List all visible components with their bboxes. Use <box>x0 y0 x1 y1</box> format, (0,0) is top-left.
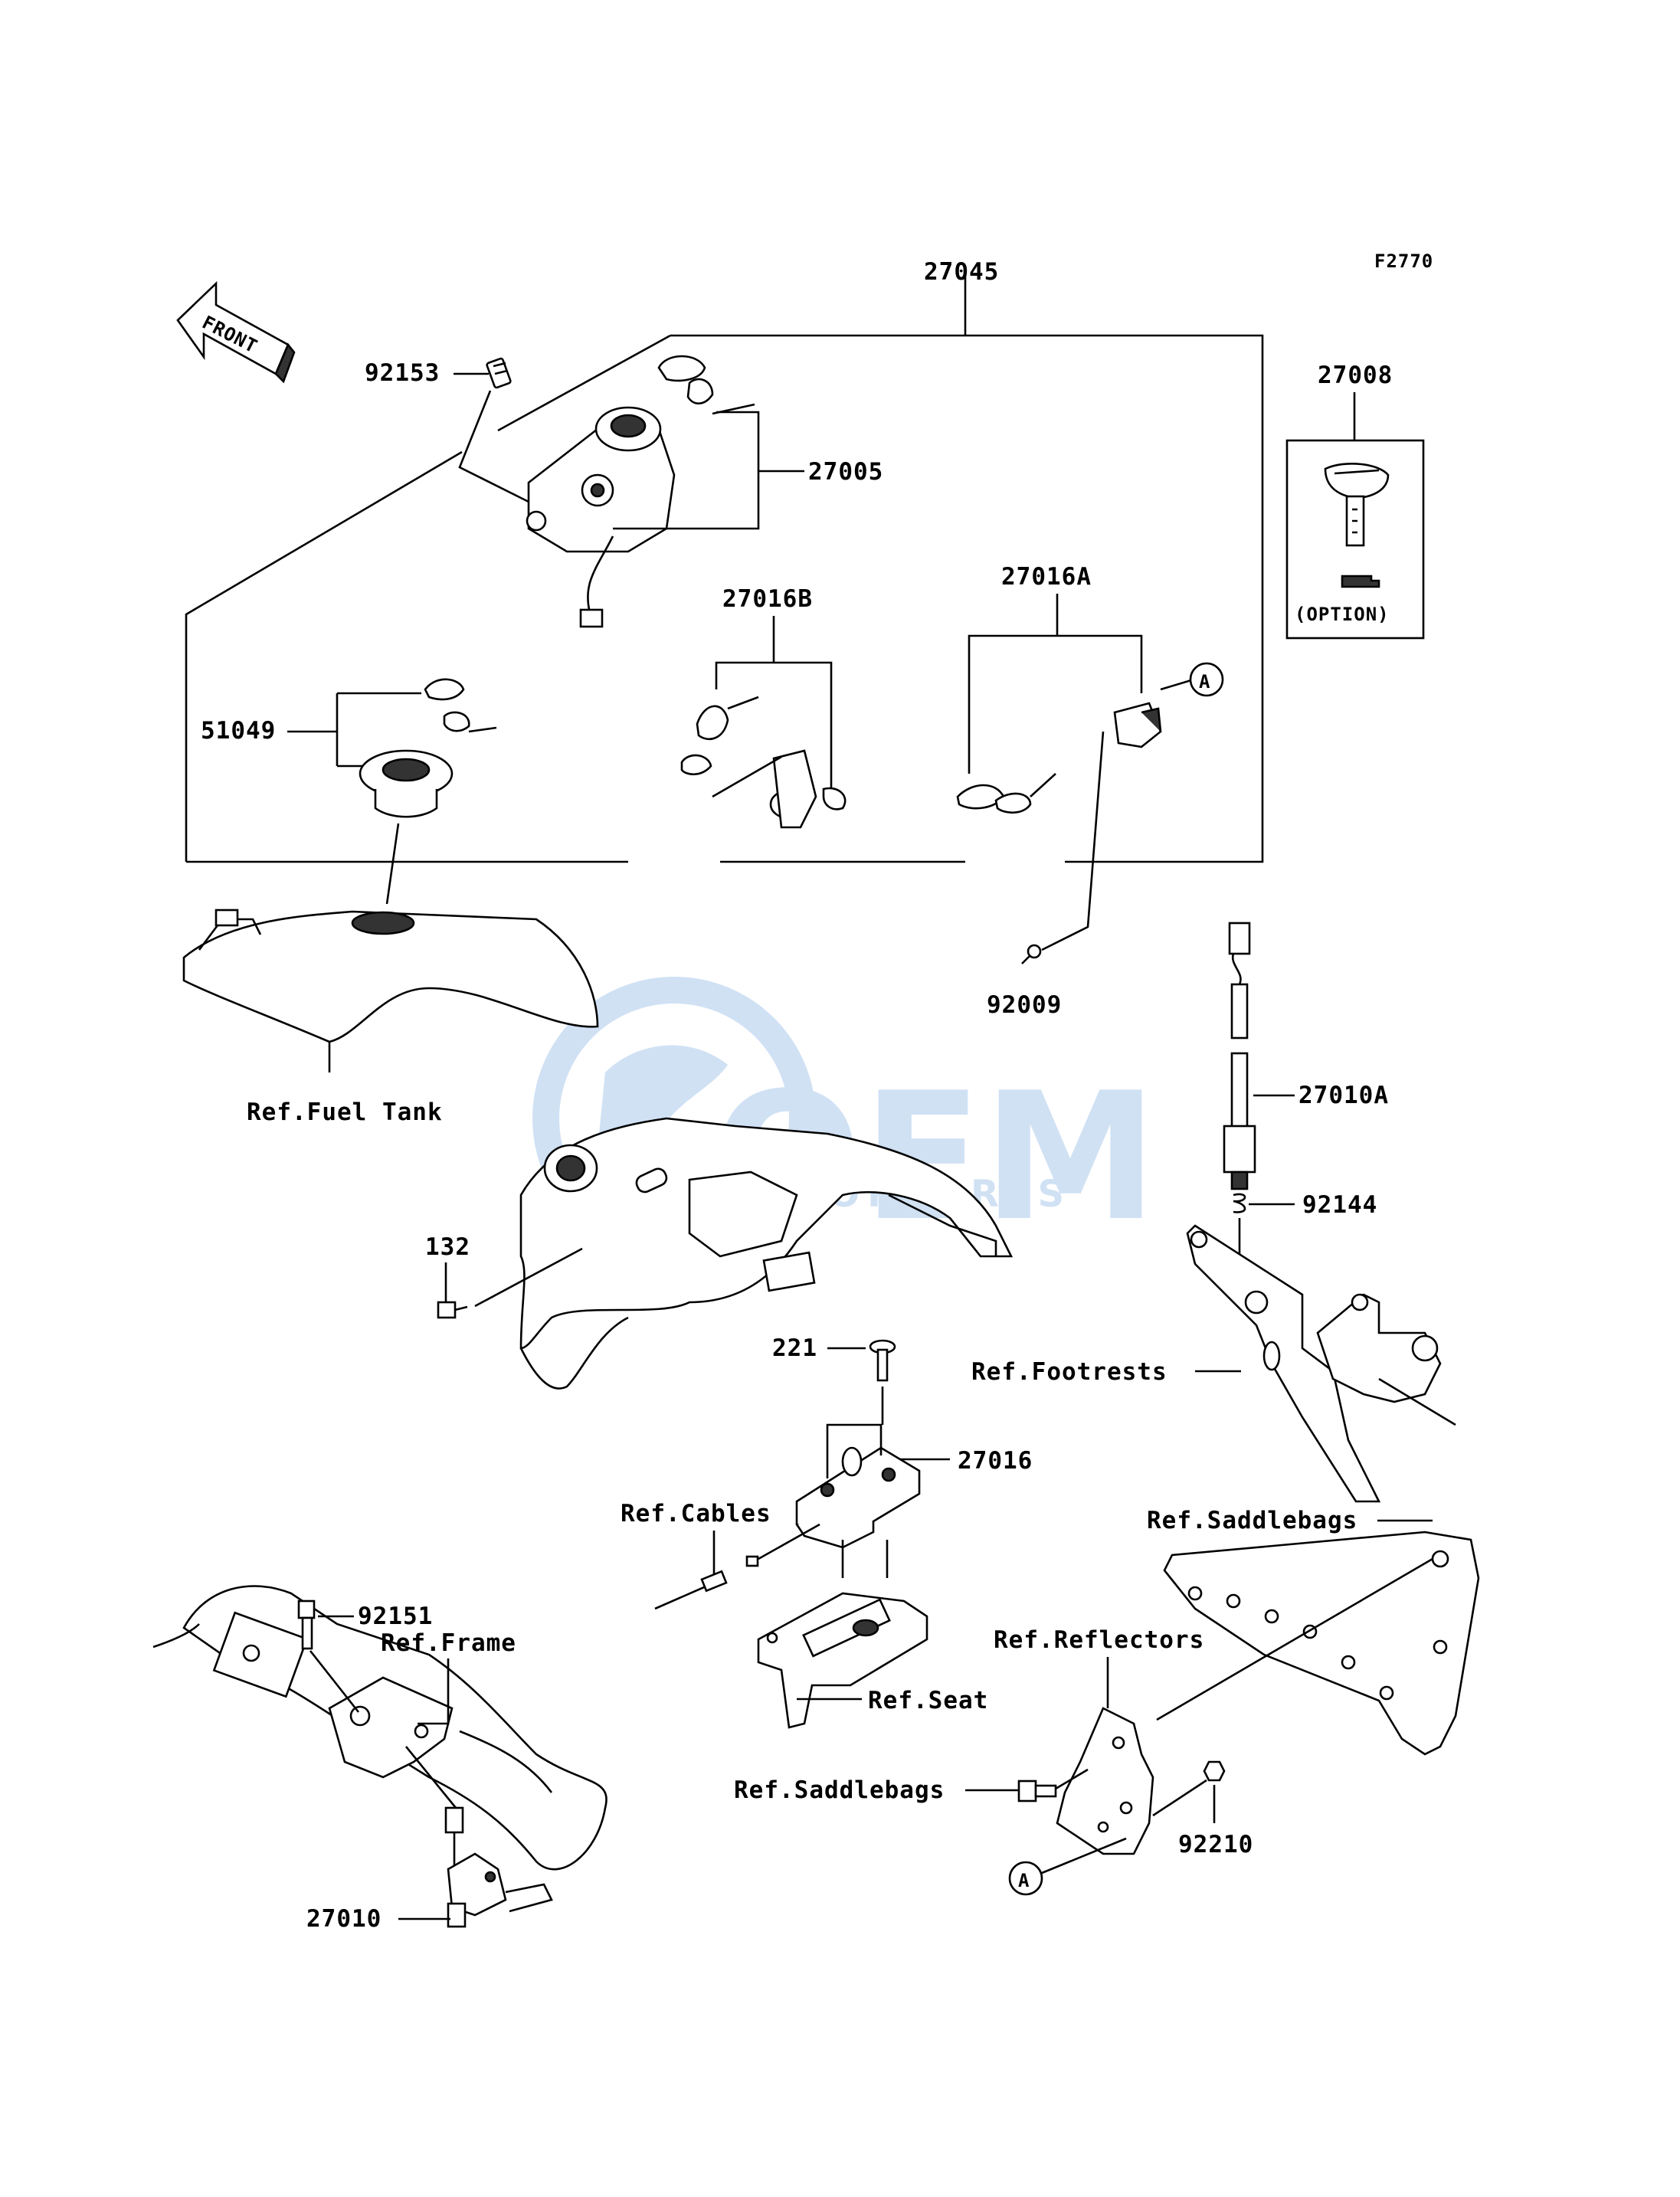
ref-frame: Ref.Frame <box>381 1629 516 1657</box>
nut-92210-icon <box>1203 1760 1226 1782</box>
ref-fuel-tank: Ref.Fuel Tank <box>247 1098 443 1126</box>
reflector-bracket-shape <box>1056 1707 1154 1855</box>
bolt-reflector-icon <box>1017 1780 1057 1802</box>
part-27016: 27016 <box>958 1447 1033 1475</box>
switch-27010A-icon <box>1223 922 1256 1190</box>
spring-92144-icon <box>1233 1193 1246 1213</box>
part-27016A: 27016A <box>1001 563 1092 591</box>
part-221: 221 <box>772 1334 817 1362</box>
part-92144: 92144 <box>1302 1191 1377 1219</box>
key-27016B-icon <box>680 696 759 776</box>
bolt-92151-icon <box>297 1599 316 1650</box>
frame-bracket-shape <box>519 1117 1014 1390</box>
fuel-tank-shape <box>182 909 599 1072</box>
part-27010: 27010 <box>306 1905 382 1933</box>
key-51049-icon <box>424 678 497 733</box>
key-27005-icon <box>657 355 755 415</box>
saddlebag-bracket-shape <box>1163 1531 1480 1756</box>
kit-27045-frame <box>185 270 1264 863</box>
part-92009: 92009 <box>987 991 1062 1019</box>
option-key-box: (OPTION) <box>1285 392 1425 640</box>
ref-reflectors: Ref.Reflectors <box>994 1626 1204 1654</box>
callout-a-top-circle <box>1189 662 1224 697</box>
callout-a-bottom-circle <box>1008 1861 1043 1896</box>
ref-seat: Ref.Seat <box>868 1687 988 1714</box>
key-27016A-icon <box>956 773 1056 814</box>
frame-tube-shape <box>152 1585 607 1871</box>
part-27045: 27045 <box>924 258 999 286</box>
ref-saddlebags-top: Ref.Saddlebags <box>1147 1507 1357 1534</box>
part-27016B: 27016B <box>722 585 813 613</box>
part-27008: 27008 <box>1318 362 1393 389</box>
screw-92009-icon <box>1021 944 1042 964</box>
part-27010A: 27010A <box>1298 1082 1389 1109</box>
fuel-cap-51049-icon <box>359 749 454 818</box>
lock-base-27016-icon <box>795 1446 921 1549</box>
switch-27010-icon <box>444 1806 553 1928</box>
ref-saddlebags-bottom: Ref.Saddlebags <box>734 1776 945 1804</box>
seat-lock-27016B-icon <box>769 749 847 829</box>
part-92153: 92153 <box>365 359 440 387</box>
callout-a-bottom: A <box>1018 1870 1030 1891</box>
ref-footrests: Ref.Footrests <box>971 1358 1167 1386</box>
part-92210: 92210 <box>1178 1831 1253 1858</box>
part-132: 132 <box>425 1233 470 1261</box>
ref-cables: Ref.Cables <box>621 1500 771 1527</box>
part-27005: 27005 <box>808 458 883 486</box>
figure-code: F2770 <box>1374 250 1433 272</box>
screw-221-icon <box>869 1339 896 1382</box>
front-arrow-icon: FRONT <box>176 280 296 384</box>
footrest-bracket-shape <box>1186 1224 1456 1503</box>
cable-end-icon <box>654 1555 759 1610</box>
seat-bracket-shape <box>757 1540 928 1729</box>
callout-a-top: A <box>1199 671 1210 692</box>
bolt-132-icon <box>437 1301 468 1319</box>
lock-cylinder-27016A-icon <box>1113 702 1162 748</box>
part-51049: 51049 <box>201 717 276 745</box>
option-label: (OPTION) <box>1295 604 1390 625</box>
bolt-92153-icon <box>486 357 512 389</box>
part-92151: 92151 <box>358 1603 433 1630</box>
ignition-switch-27005-icon <box>526 406 676 628</box>
